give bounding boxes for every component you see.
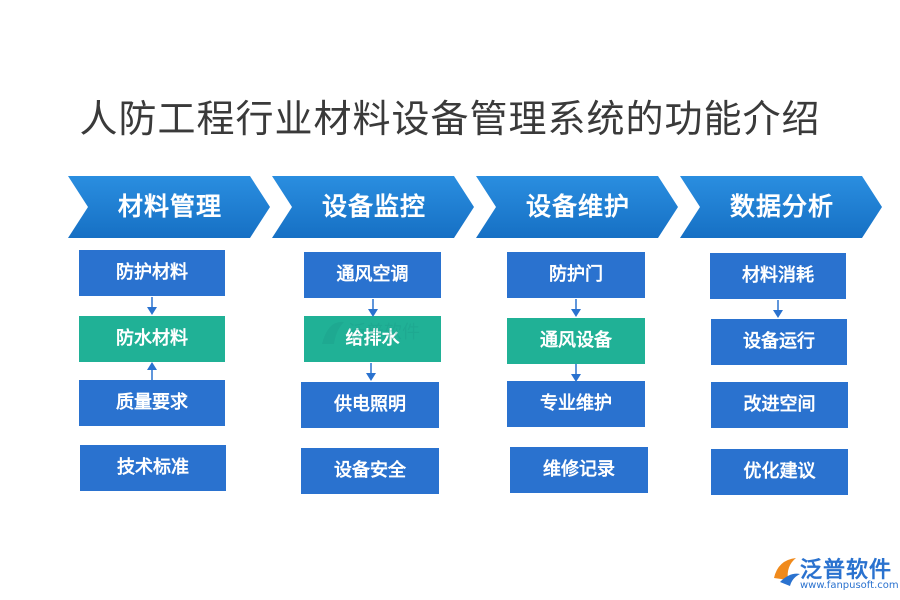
arrow-down-icon <box>368 299 378 317</box>
box-ventilation-equipment: 通风设备 <box>507 318 645 364</box>
box-quality-requirements: 质量要求 <box>79 380 225 426</box>
chevron-header-2 <box>272 176 474 238</box>
box-improvement-space: 改进空间 <box>711 382 848 428</box>
chevron-header-1 <box>68 176 270 238</box>
header-equipment-monitoring: 设备监控 <box>321 192 426 221</box>
box-protective-door: 防护门 <box>507 252 645 298</box>
box-ventilation-ac: 通风空调 <box>304 252 441 298</box>
arrow-down-icon <box>366 363 376 381</box>
page-title: 人防工程行业材料设备管理系统的功能介绍 <box>79 97 821 141</box>
chevron-header-3 <box>476 176 678 238</box>
chevron-header-4 <box>680 176 882 238</box>
watermark-text: 泛普软件 <box>348 322 420 343</box>
arrow-down-icon <box>147 297 157 315</box>
brand-name: 泛普软件 <box>800 558 893 583</box>
header-data-analysis: 数据分析 <box>729 192 834 221</box>
box-equipment-safety: 设备安全 <box>301 448 439 494</box>
box-maintenance-records: 维修记录 <box>510 447 648 493</box>
brand-url: www.fanpusoft.com <box>800 580 899 591</box>
arrow-down-icon <box>571 299 581 317</box>
box-material-consumption: 材料消耗 <box>710 253 846 299</box>
box-waterproof-materials: 防水材料 <box>79 316 225 362</box>
box-professional-maintenance: 专业维护 <box>507 381 645 427</box>
brand-logo-icon <box>774 558 800 586</box>
box-protective-materials: 防护材料 <box>79 250 225 296</box>
box-technical-standards: 技术标准 <box>80 445 226 491</box>
watermark-logo-icon: 泛普软件 <box>322 321 420 344</box>
box-water-supply-drainage: 给排水 <box>304 316 441 362</box>
box-equipment-operation: 设备运行 <box>711 319 847 365</box>
arrow-down-icon <box>571 364 581 382</box>
box-power-lighting: 供电照明 <box>301 382 439 428</box>
arrow-up-icon <box>147 362 157 380</box>
arrow-down-icon <box>773 300 783 318</box>
box-optimization-suggestions: 优化建议 <box>711 449 848 495</box>
header-materials: 材料管理 <box>117 192 222 221</box>
header-equipment-maintenance: 设备维护 <box>525 192 630 221</box>
